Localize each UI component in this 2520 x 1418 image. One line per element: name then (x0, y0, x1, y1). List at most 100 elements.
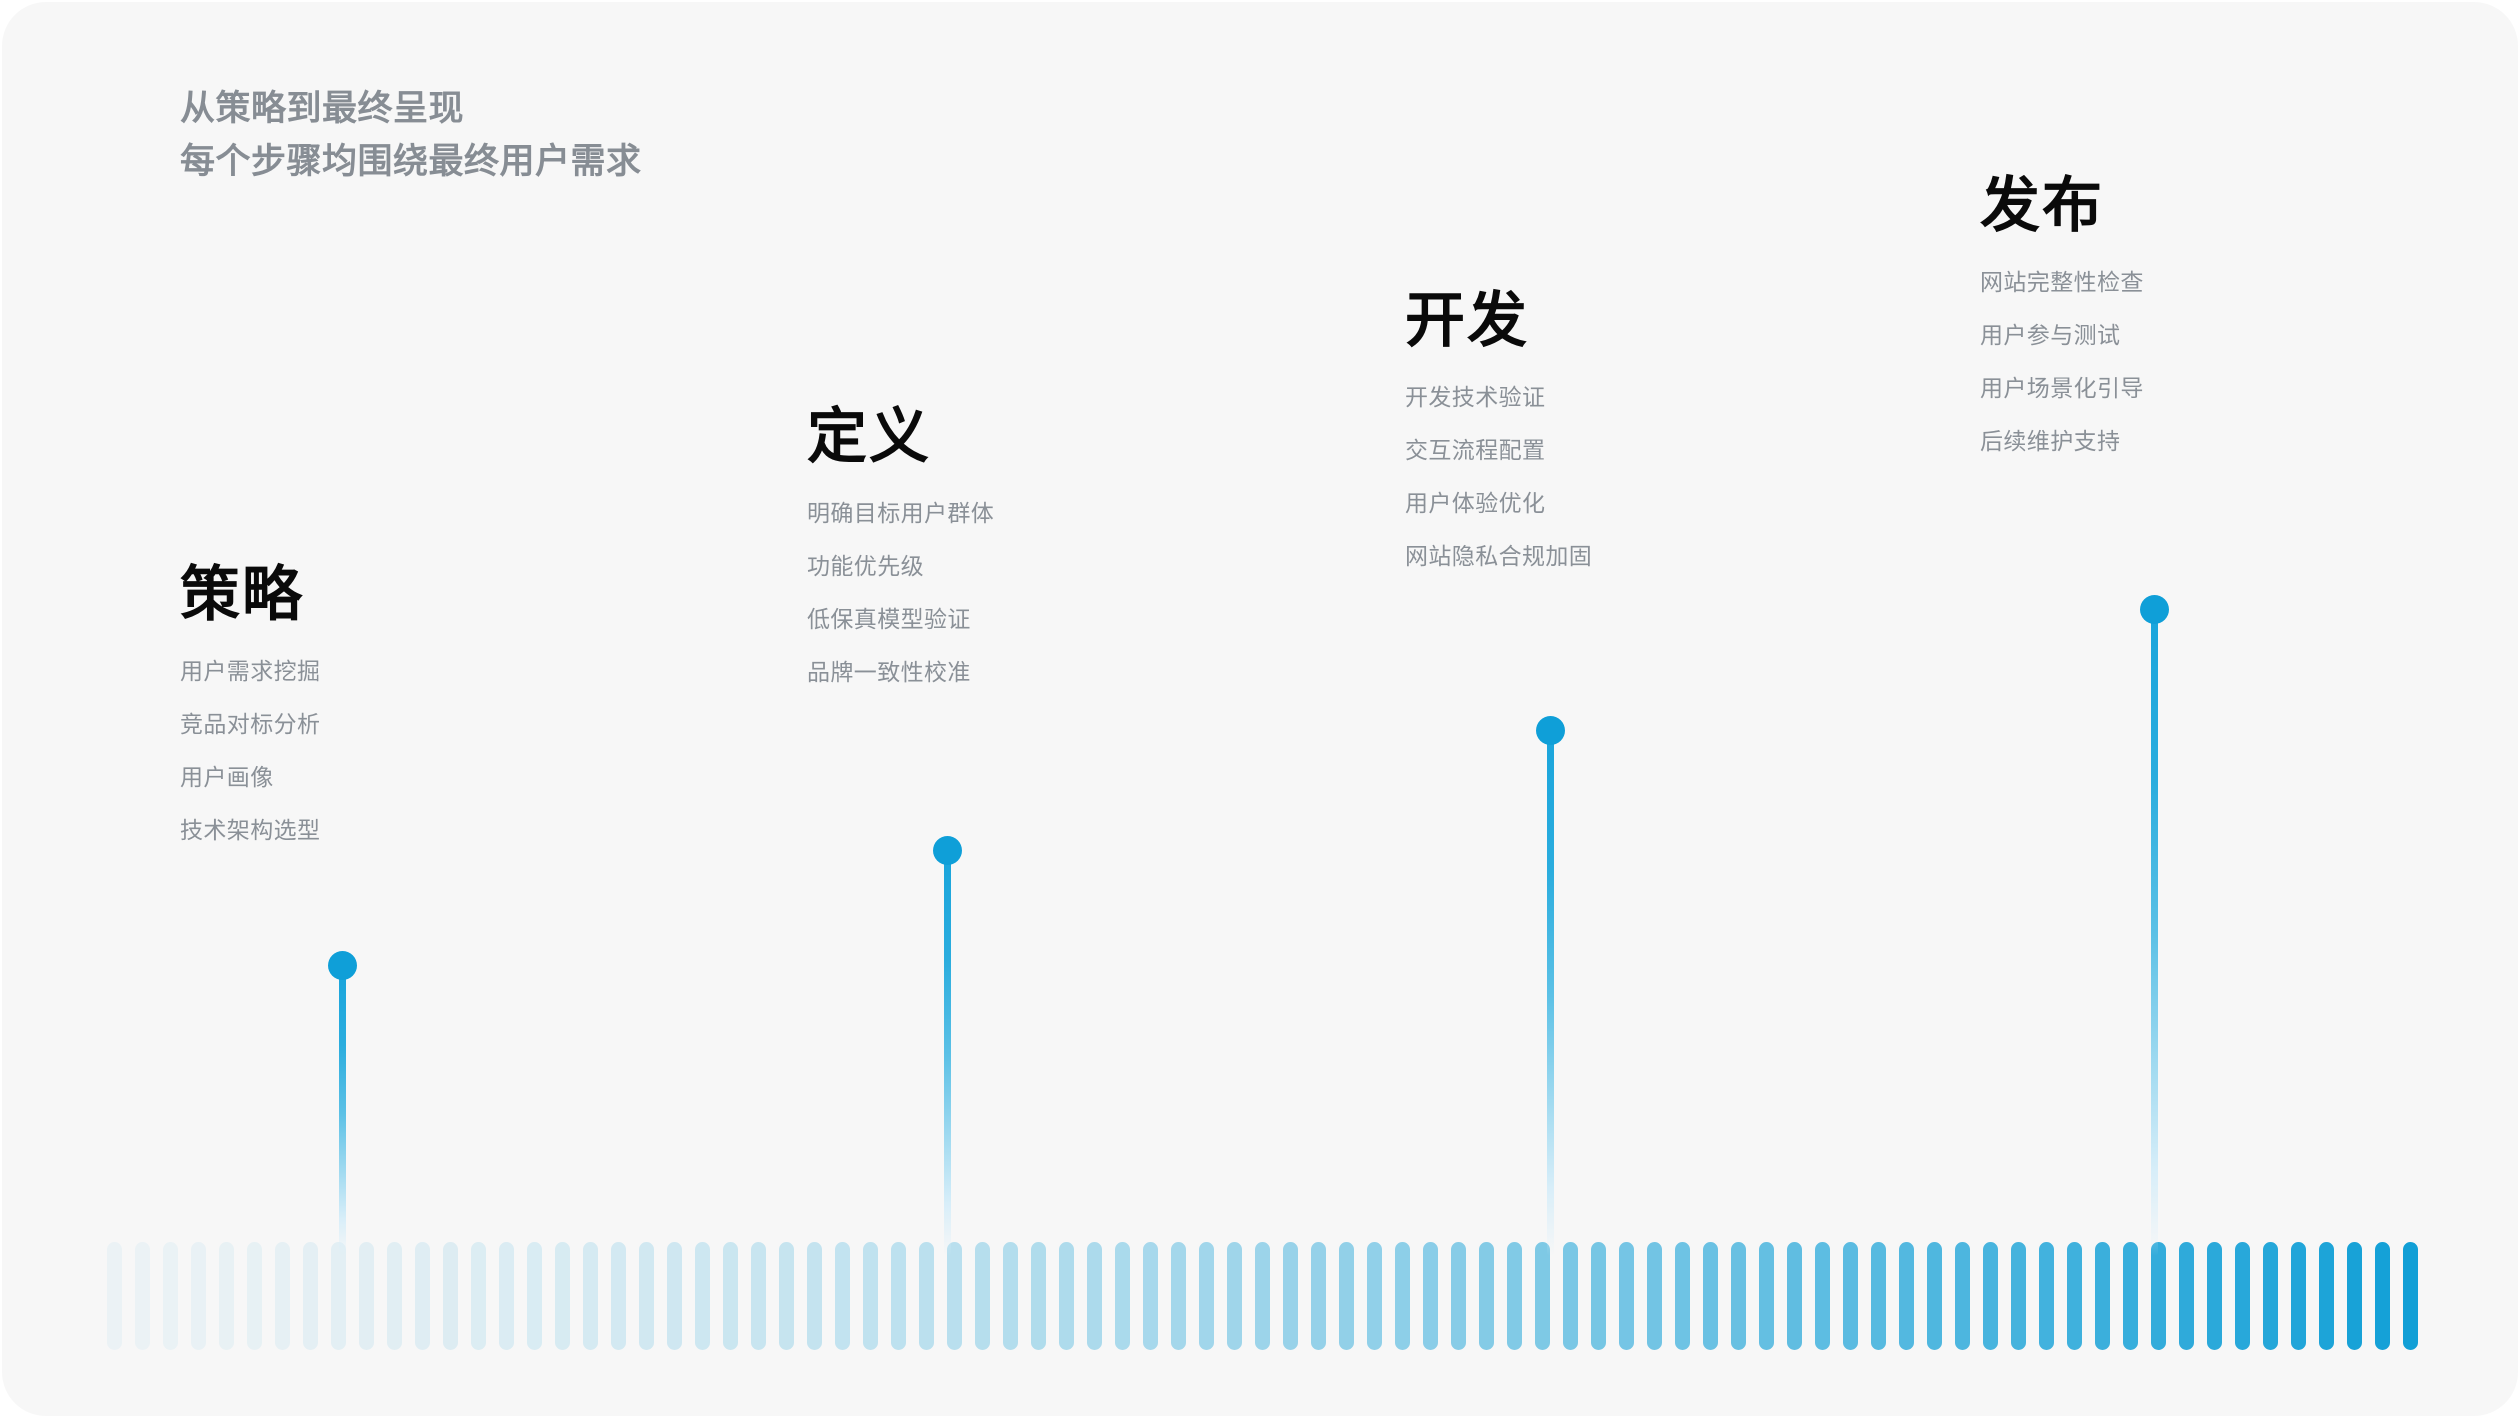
milestone-title-1: 策略 (180, 561, 304, 628)
heading-line-2: 每个步骤均围绕最终用户需求 (180, 142, 642, 182)
milestone-item: 低保真模型验证 (807, 606, 971, 632)
bar-field-tick (1843, 1242, 1858, 1350)
bar-field-tick (555, 1242, 570, 1350)
milestone-title-2: 定义 (807, 403, 931, 470)
bar-field-tick (1479, 1242, 1494, 1350)
bar-field-tick (1535, 1242, 1550, 1350)
bar-field-tick (1283, 1242, 1298, 1350)
bar-field-tick (219, 1242, 234, 1350)
bar-field-tick (1927, 1242, 1942, 1350)
bar-field-tick (135, 1242, 150, 1350)
milestone-item: 网站完整性检查 (1980, 269, 2144, 295)
bar-field-tick (807, 1242, 822, 1350)
bar-field-tick (1255, 1242, 1270, 1350)
bar-field-tick (1171, 1242, 1186, 1350)
bar-field-tick (1339, 1242, 1354, 1350)
bar-field-tick (1507, 1242, 1522, 1350)
milestone-item-list-4: 网站完整性检查用户参与测试用户场景化引导后续维护支持 (1980, 271, 2144, 453)
bar-field-tick (499, 1242, 514, 1350)
bar-field-tick (2263, 1242, 2278, 1350)
milestone-item: 用户画像 (180, 764, 274, 790)
bar-field-tick (695, 1242, 710, 1350)
heading-line-1: 从策略到最终呈现 (180, 89, 465, 128)
milestone-item: 用户体验优化 (1405, 490, 1546, 516)
bar-field-tick (2375, 1242, 2390, 1350)
bar-field-tick (1311, 1242, 1326, 1350)
bar-field-tick (2207, 1242, 2222, 1350)
bar-field-tick (1983, 1242, 1998, 1350)
bar-field-tick (2151, 1242, 2166, 1350)
bar-field-tick (2347, 1242, 2362, 1350)
milestone-item: 用户场景化引导 (1980, 375, 2144, 401)
bar-field-tick (1759, 1242, 1774, 1350)
bar-field-tick (1031, 1242, 1046, 1350)
bar-field-tick (1423, 1242, 1438, 1350)
bar-field-tick (359, 1242, 374, 1350)
milestone-stem-1 (339, 971, 346, 1256)
bar-field-tick (1003, 1242, 1018, 1350)
bar-field-tick (1227, 1242, 1242, 1350)
milestone-dot-4[interactable] (2140, 595, 2169, 624)
milestone-title-4: 发布 (1980, 172, 2104, 239)
bar-field-tick (667, 1242, 682, 1350)
milestone-item: 竞品对标分析 (180, 711, 321, 737)
bar-field-tick (863, 1242, 878, 1350)
bar-field-tick (471, 1242, 486, 1350)
bar-field-tick (443, 1242, 458, 1350)
bar-field-tick (2319, 1242, 2334, 1350)
bar-field-tick (1115, 1242, 1130, 1350)
bar-field-tick (1955, 1242, 1970, 1350)
bar-field-tick (835, 1242, 850, 1350)
bar-field-tick (415, 1242, 430, 1350)
milestone-item: 明确目标用户群体 (807, 500, 995, 526)
bar-field-tick (1395, 1242, 1410, 1350)
milestone-item-list-2: 明确目标用户群体功能优先级低保真模型验证品牌一致性校准 (807, 502, 994, 684)
bar-field-tick (1143, 1242, 1158, 1350)
bar-field-tick (303, 1242, 318, 1350)
milestone-item-list-3: 开发技术验证交互流程配置用户体验优化网站隐私合规加固 (1405, 386, 1592, 568)
milestone-title-3: 开发 (1405, 287, 1529, 354)
bar-field-tick (1367, 1242, 1382, 1350)
milestone-item: 功能优先级 (807, 553, 924, 579)
bar-field-tick (1647, 1242, 1662, 1350)
milestone-1: 策略用户需求挖掘竞品对标分析用户画像技术架构选型 (180, 563, 320, 842)
bar-field-tick (2403, 1242, 2418, 1350)
bar-field-tick (1059, 1242, 1074, 1350)
bar-field-tick (611, 1242, 626, 1350)
milestone-item: 后续维护支持 (1980, 428, 2121, 454)
bar-field-tick (2011, 1242, 2026, 1350)
bar-field-tick (1787, 1242, 1802, 1350)
bar-field-tick (247, 1242, 262, 1350)
milestone-dot-1[interactable] (328, 951, 357, 980)
milestone-2: 定义明确目标用户群体功能优先级低保真模型验证品牌一致性校准 (807, 405, 994, 684)
bar-field-tick (2067, 1242, 2082, 1350)
bar-field-tick (107, 1242, 122, 1350)
bar-field-tick (1451, 1242, 1466, 1350)
bar-field-tick (1731, 1242, 1746, 1350)
bar-field-tick (1591, 1242, 1606, 1350)
bar-field-tick (1899, 1242, 1914, 1350)
bar-field-tick (919, 1242, 934, 1350)
bar-field-tick (1675, 1242, 1690, 1350)
bar-field-tick (2179, 1242, 2194, 1350)
milestone-dot-3[interactable] (1536, 716, 1565, 745)
bar-field-tick (975, 1242, 990, 1350)
milestone-item: 品牌一致性校准 (807, 659, 971, 685)
milestone-item: 交互流程配置 (1405, 437, 1546, 463)
bar-field-tick (387, 1242, 402, 1350)
bar-field-tick (191, 1242, 206, 1350)
milestone-dot-2[interactable] (933, 836, 962, 865)
milestone-stem-3 (1547, 736, 1554, 1256)
bar-field-tick (163, 1242, 178, 1350)
milestone-stem-2 (944, 856, 951, 1256)
bar-field-tick (2291, 1242, 2306, 1350)
bar-field-tick (1815, 1242, 1830, 1350)
bar-field-tick (2235, 1242, 2250, 1350)
bar-field-tick (891, 1242, 906, 1350)
bar-field-tick (275, 1242, 290, 1350)
milestone-item: 网站隐私合规加固 (1405, 543, 1593, 569)
bar-field-tick (1563, 1242, 1578, 1350)
bar-field-tick (723, 1242, 738, 1350)
